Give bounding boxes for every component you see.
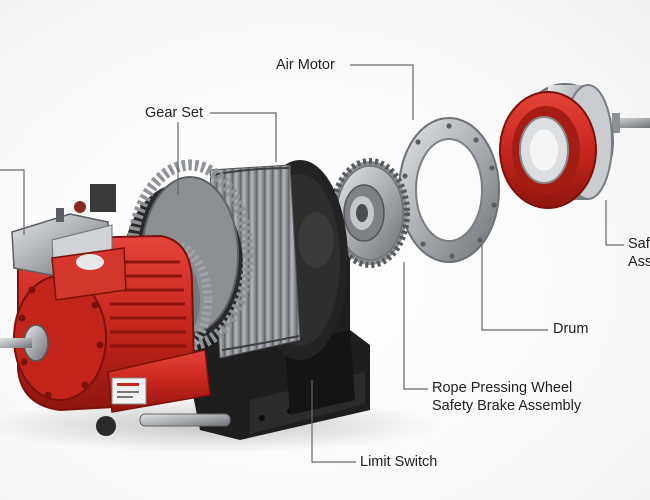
label-safety-clipped-line2: Ass [628, 254, 650, 270]
label-rope-pressing-wheel: Rope Pressing Wheel [432, 380, 573, 396]
safety-brake-part [499, 83, 614, 209]
leader-lines [0, 64, 624, 463]
leader-rope-wheel [403, 262, 428, 390]
label-safety-brake-assembly: Safety Brake Assembly [432, 398, 582, 414]
label-drum: Drum [553, 321, 589, 337]
leader-safety-brake [605, 200, 624, 246]
air-motor-part [0, 184, 231, 436]
output-shaft [600, 113, 650, 133]
leader-drum [481, 245, 548, 331]
flange-ring-part [398, 117, 500, 263]
leader-gear-set [210, 112, 277, 162]
label-safety-clipped-line1: Saf [628, 236, 650, 252]
label-limit-switch: Limit Switch [360, 454, 438, 470]
label-gear-set: Gear Set [145, 105, 204, 121]
leader-air-motor [350, 64, 414, 120]
leader-limit-switch [311, 380, 356, 463]
label-air-motor: Air Motor [276, 57, 335, 73]
leader-left [0, 169, 25, 235]
pinion-gear-part [330, 158, 410, 268]
